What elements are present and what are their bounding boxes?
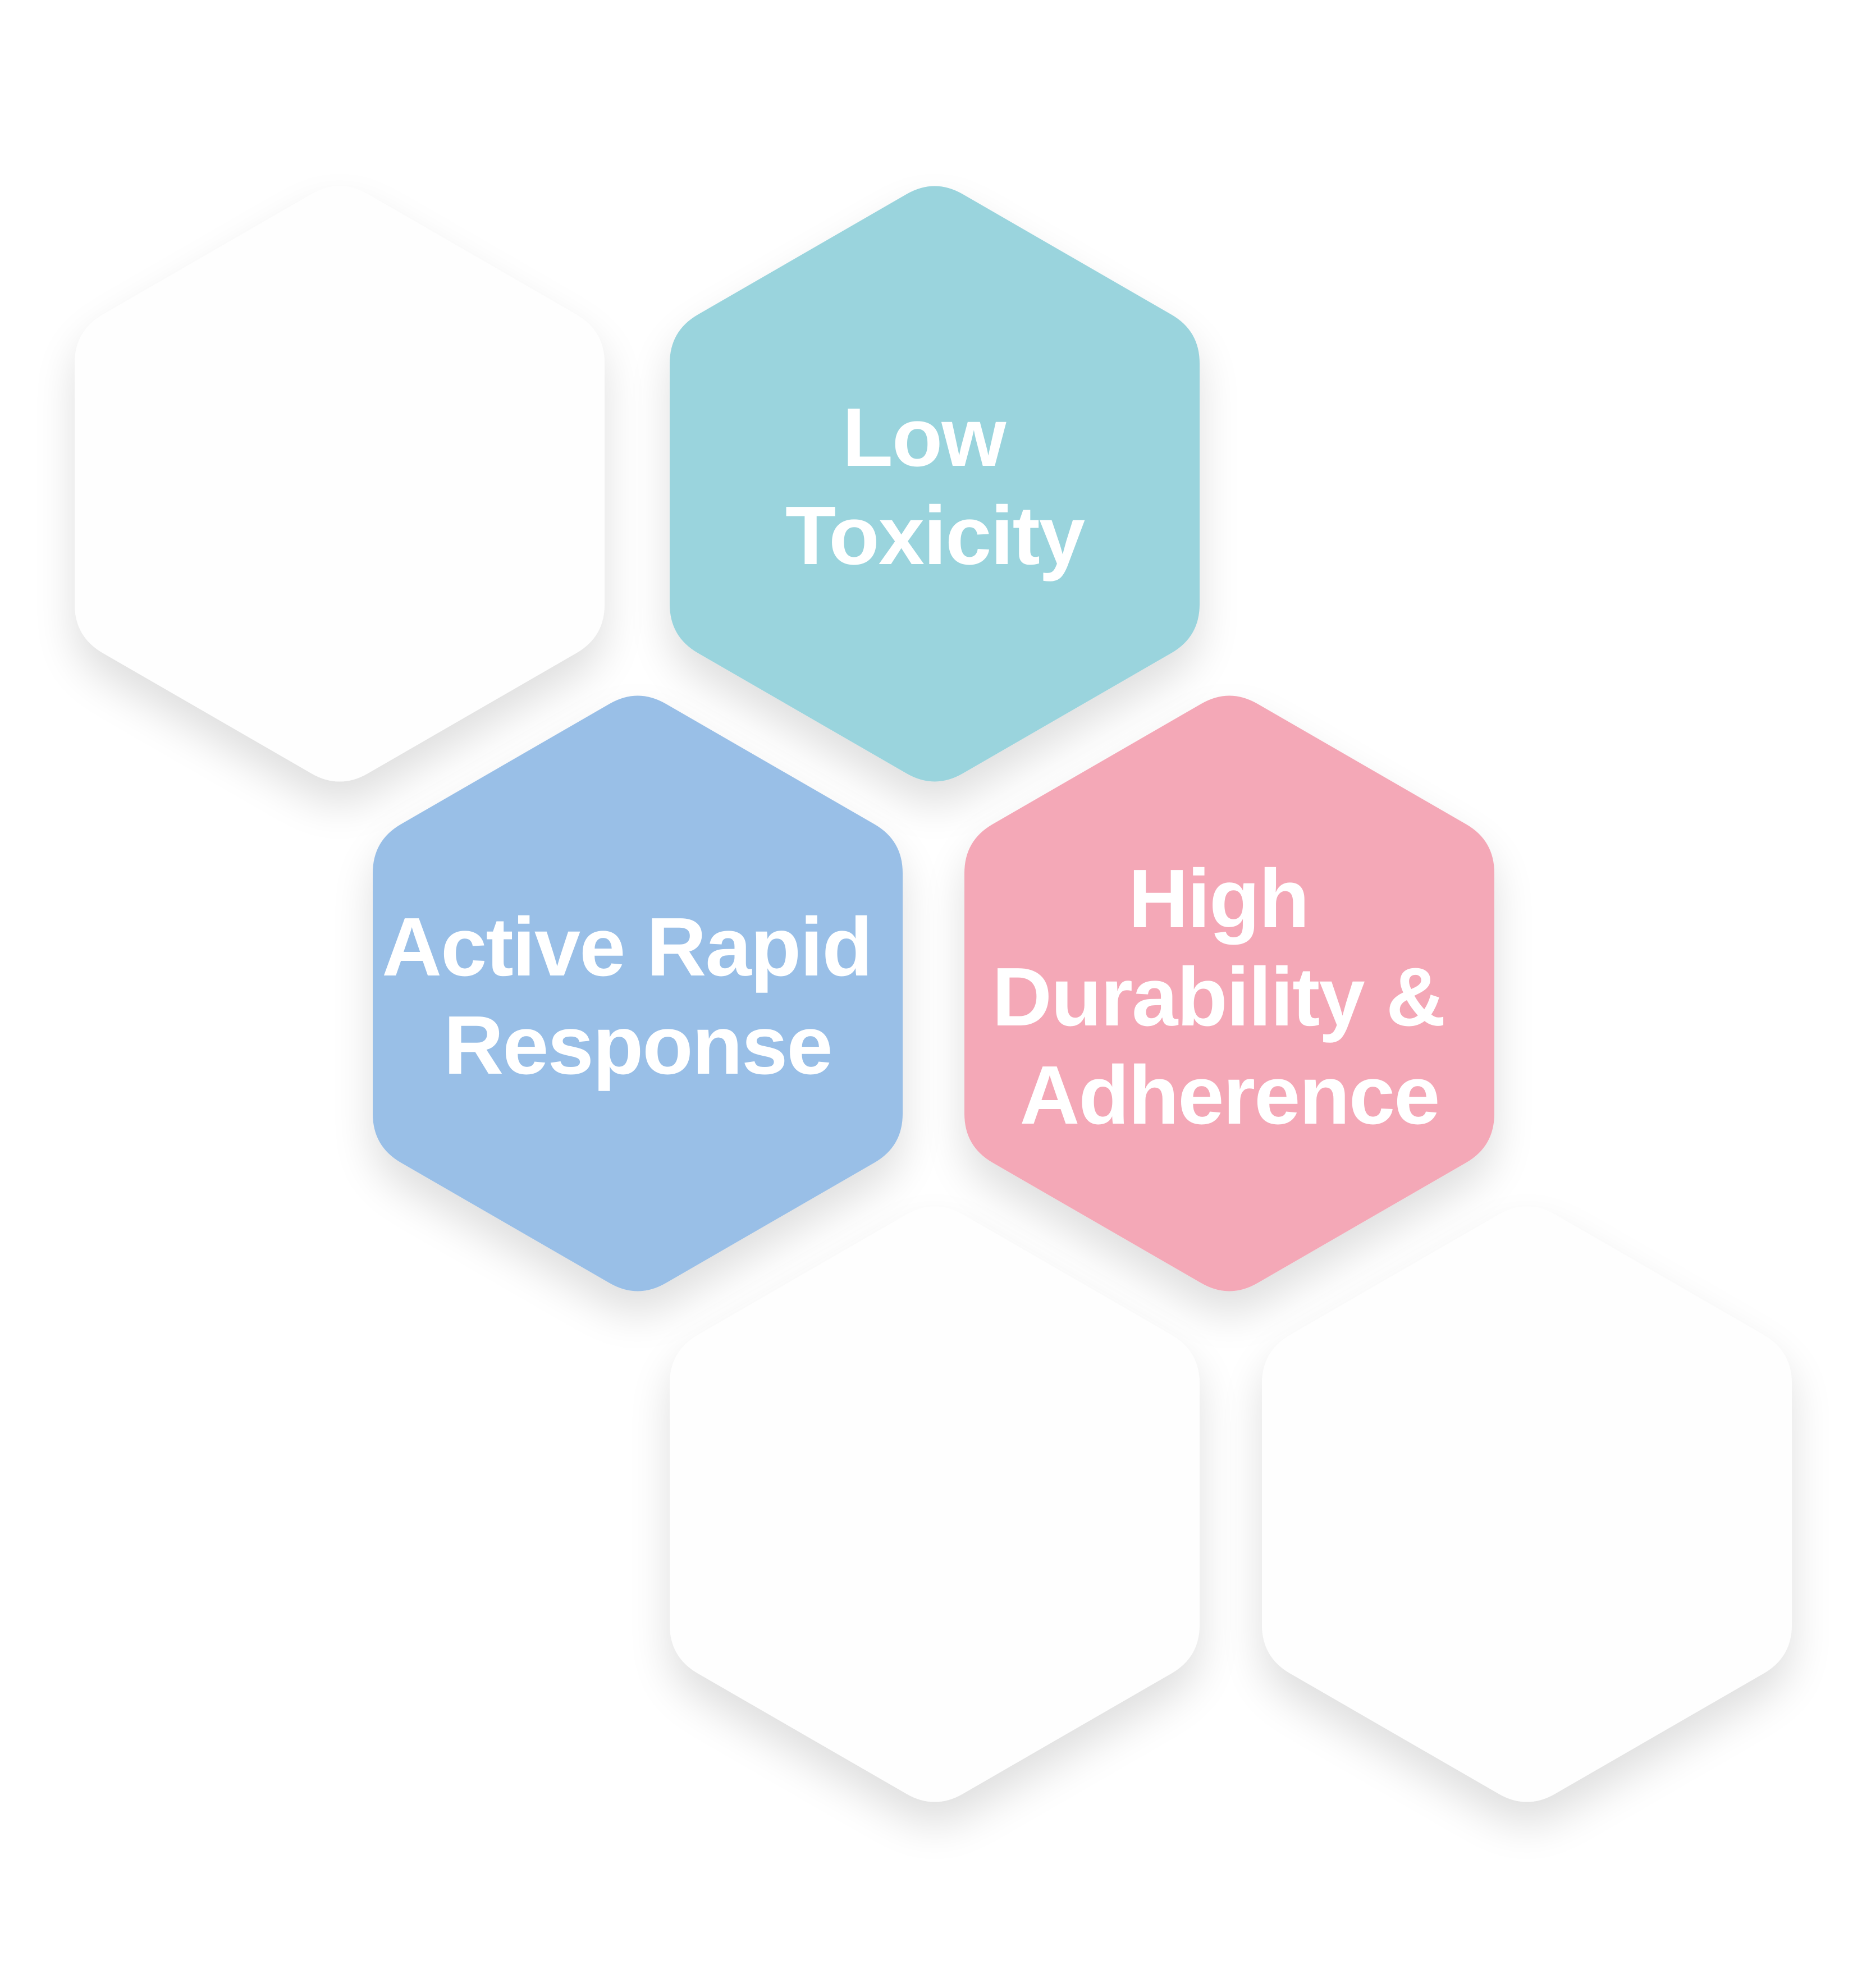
- hex-label-line: High: [1128, 853, 1309, 945]
- hexagon-bottom-right: [1262, 1206, 1792, 1802]
- hex-shape: [75, 186, 605, 782]
- hexagon-high-durability: High Durability & Adherence: [964, 695, 1494, 1291]
- hex-shape: [964, 695, 1494, 1291]
- hex-shape: [373, 695, 903, 1291]
- hex-label-line: Durability &: [992, 951, 1445, 1043]
- hex-label-line: Adherence: [1020, 1049, 1439, 1142]
- hex-label-line: Low: [842, 391, 1007, 484]
- hexagon-top-left: [75, 186, 605, 782]
- hexagon-active-rapid-response: Active Rapid Response: [373, 695, 903, 1291]
- hex-label-line: Response: [443, 999, 831, 1092]
- hexagon-low-toxicity: Low Toxicity: [670, 186, 1200, 782]
- svg-text:Active Rapid Response: Active Rapid Response: [382, 901, 894, 1092]
- hex-shape: [1262, 1206, 1792, 1802]
- svg-text:Low Toxicity: Low Toxicity: [785, 391, 1085, 582]
- hex-label-line: Toxicity: [785, 489, 1085, 582]
- hex-label-line: Active Rapid: [382, 901, 871, 993]
- hex-shape: [670, 1206, 1200, 1802]
- hex-shape: [670, 186, 1200, 782]
- hexagon-bottom-middle: [670, 1206, 1200, 1802]
- svg-text:High Durability &: High Durability & Adherence: [992, 853, 1467, 1142]
